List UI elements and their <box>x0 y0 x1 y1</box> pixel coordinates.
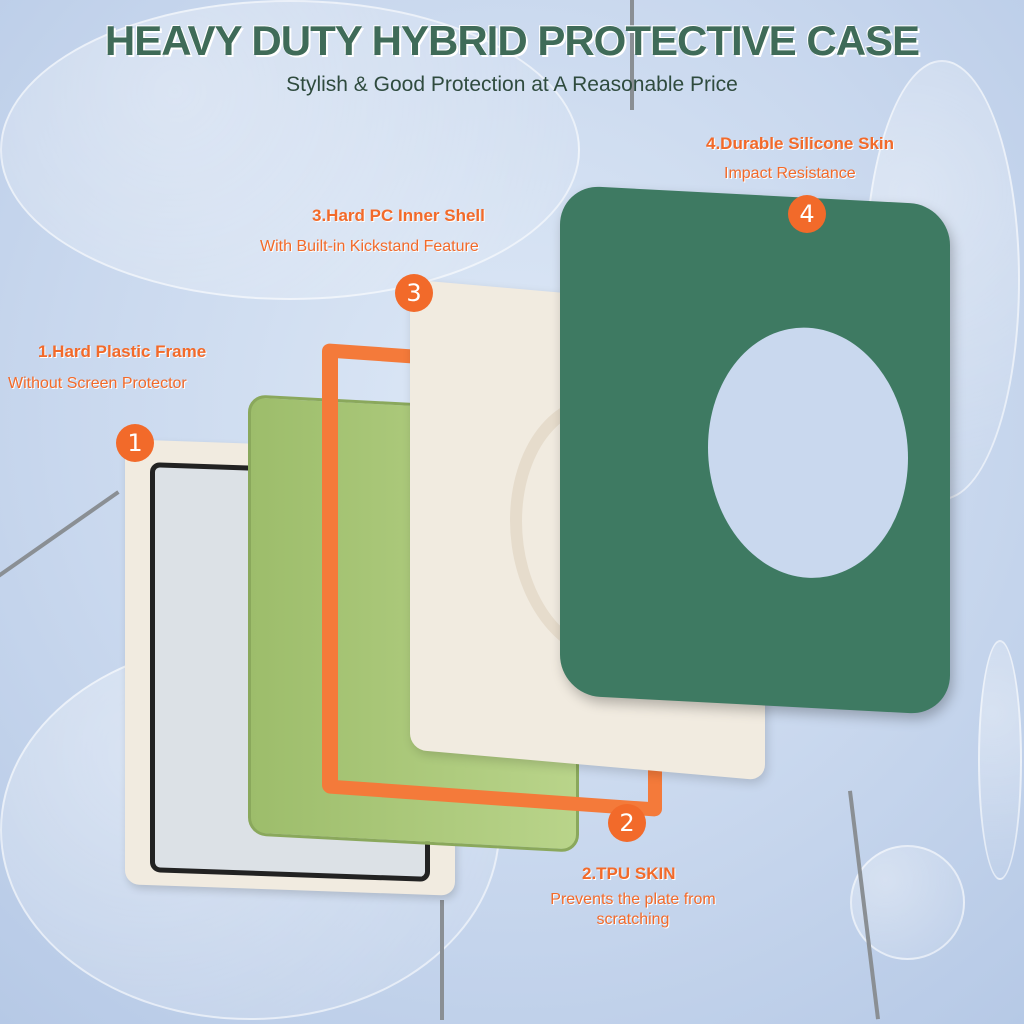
page-title: HEAVY DUTY HYBRID PROTECTIVE CASE <box>104 17 920 64</box>
silicone-center-opening <box>708 322 908 584</box>
feature-3-title: 3.Hard PC Inner Shell <box>312 206 485 225</box>
silicone-skin <box>560 184 950 716</box>
feature-4-badge: 4 <box>788 195 826 233</box>
feature-1-title: 1.Hard Plastic Frame <box>38 342 207 361</box>
feature-2-description: Prevents the plate from scratching <box>550 891 716 928</box>
feature-1-description: Without Screen Protector <box>8 375 187 392</box>
feature-2-badge: 2 <box>608 804 646 842</box>
feature-1-badge: 1 <box>116 424 154 462</box>
feature-4-description: Impact Resistance <box>724 165 856 182</box>
strap-cable <box>630 0 634 110</box>
feature-2-title: 2.TPU SKIN <box>582 864 676 883</box>
strap-cable <box>0 490 120 580</box>
feature-3-description: With Built-in Kickstand Feature <box>260 238 479 255</box>
bubble <box>978 640 1022 880</box>
page-subtitle: Stylish & Good Protection at A Reasonabl… <box>286 73 738 96</box>
feature-3-badge: 3 <box>395 274 433 312</box>
bubble <box>0 0 580 300</box>
strap-cable <box>440 900 444 1020</box>
feature-4-title: 4.Durable Silicone Skin <box>706 134 895 153</box>
